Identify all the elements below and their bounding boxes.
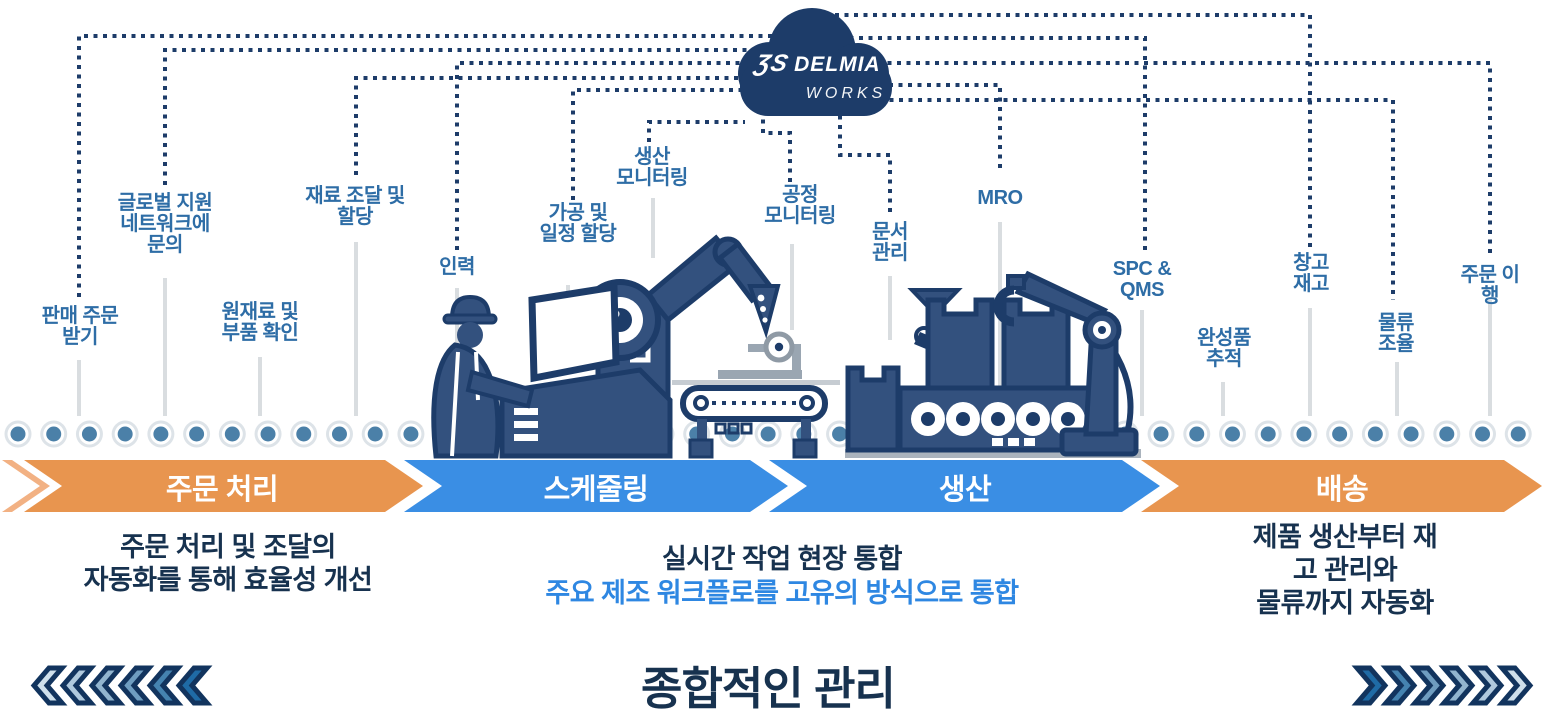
label-production-monitoring: 생산 모니터링 (616, 146, 688, 189)
label-mro: MRO (977, 187, 1023, 209)
label-warehouse-inventory: 창고 재고 (1293, 252, 1329, 295)
cloud-brand-name: DELMIA (794, 53, 881, 76)
label-process-monitoring: 공정 모니터링 (764, 184, 836, 227)
connector-production-monitoring (647, 120, 745, 142)
label-sales-order: 판매 주문 받기 (41, 305, 119, 348)
connector-material-allocation (354, 76, 775, 175)
label-processing-scheduling: 가공 및 일정 할당 (539, 202, 617, 245)
connector-order-fulfillment (878, 61, 1492, 253)
cloud-brand-sub: WORKS (805, 85, 887, 102)
arrow-delivery (1141, 460, 1542, 512)
footer-title: 종합적인 관리 (641, 663, 896, 714)
label-raw-materials: 원재료 및 부품 확인 (221, 301, 299, 344)
connector-global-support (163, 48, 800, 185)
connector-logistics (880, 98, 1395, 300)
label-workforce: 인력 (439, 256, 475, 278)
worker-machine-illustration (431, 234, 781, 459)
connector-lines (77, 13, 1492, 300)
stage-order-processing: 주문 처리 (165, 474, 279, 506)
arrow-scheduling (404, 460, 788, 512)
caption-shop-floor: 실시간 작업 현장 통합 (661, 544, 903, 574)
label-material-allocation: 재료 조달 및 할당 (305, 185, 405, 228)
arrow-tail-piece (2, 460, 50, 512)
stage-production: 생산 (938, 474, 992, 506)
right-chevrons-icon (1351, 665, 1534, 706)
connector-sales-order (77, 34, 800, 297)
label-order-fulfillment: 주문 이행 (1460, 264, 1520, 307)
stage-scheduling: 스케줄링 (543, 474, 649, 506)
label-document-management: 문서 관리 (872, 221, 908, 264)
stage-arrows (2, 460, 1542, 512)
connector-document (838, 106, 892, 215)
stage-delivery: 배송 (1315, 474, 1369, 506)
label-finished-goods: 완성품 추적 (1197, 327, 1251, 370)
dots-row (4, 420, 1532, 448)
ds-logo-mark: ƷS (752, 50, 792, 77)
label-global-support: 글로벌 지원 네트워크에 문의 (117, 192, 213, 256)
conveyor-illustration (672, 331, 840, 459)
left-chevrons-icon (30, 665, 213, 706)
caption-delivery: 제품 생산부터 재고 관리와 물류까지 자동화 (1252, 522, 1438, 618)
arrow-production (769, 460, 1160, 512)
caption-order-processing: 주문 처리 및 조달의 자동화를 통해 효율성 개선 (83, 532, 373, 595)
arrow-order-processing (24, 460, 423, 512)
connector-workforce (455, 61, 780, 250)
label-spc-qms: SPC & QMS (1112, 258, 1172, 301)
connector-process-monitoring (761, 110, 792, 182)
connector-warehouse (816, 13, 1312, 248)
label-logistics: 물류 조율 (1378, 312, 1414, 355)
caption-workflow: 주요 제조 워크플로를 고유의 방식으로 통합 (545, 578, 1019, 608)
connector-spc-qms (840, 36, 1147, 250)
production-machine-illustration (845, 270, 1141, 458)
connector-processing (571, 88, 770, 200)
delmia-works-cloud-icon (738, 8, 892, 116)
